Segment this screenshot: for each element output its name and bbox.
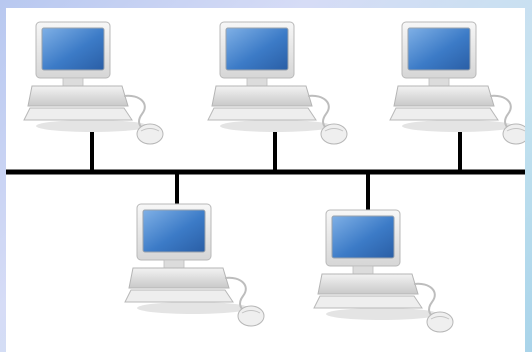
- diagram-canvas: [6, 8, 525, 352]
- desktop-computer-icon: [207, 21, 348, 145]
- desktop-computer-icon: [23, 21, 164, 145]
- desktop-computer-icon: [313, 209, 454, 333]
- desktop-computer-icon: [124, 203, 265, 327]
- desktop-computer-icon: [389, 21, 525, 145]
- bus-network-diagram: [6, 21, 525, 333]
